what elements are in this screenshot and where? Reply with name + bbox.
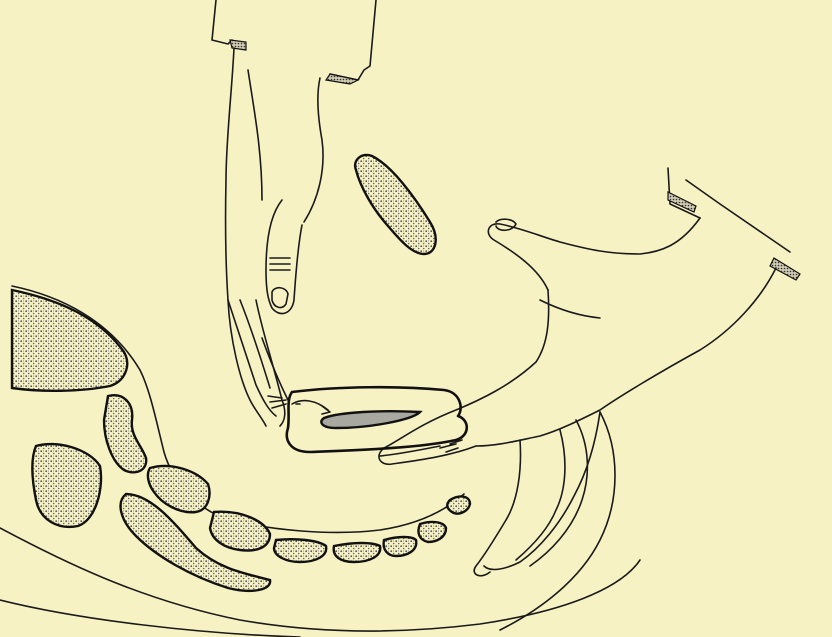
right-hand-icon — [379, 168, 800, 464]
ovary-icon — [355, 155, 436, 254]
arrow-icon — [292, 401, 328, 410]
upper-hand-icon — [212, 0, 376, 426]
uterus-icon — [268, 387, 467, 452]
